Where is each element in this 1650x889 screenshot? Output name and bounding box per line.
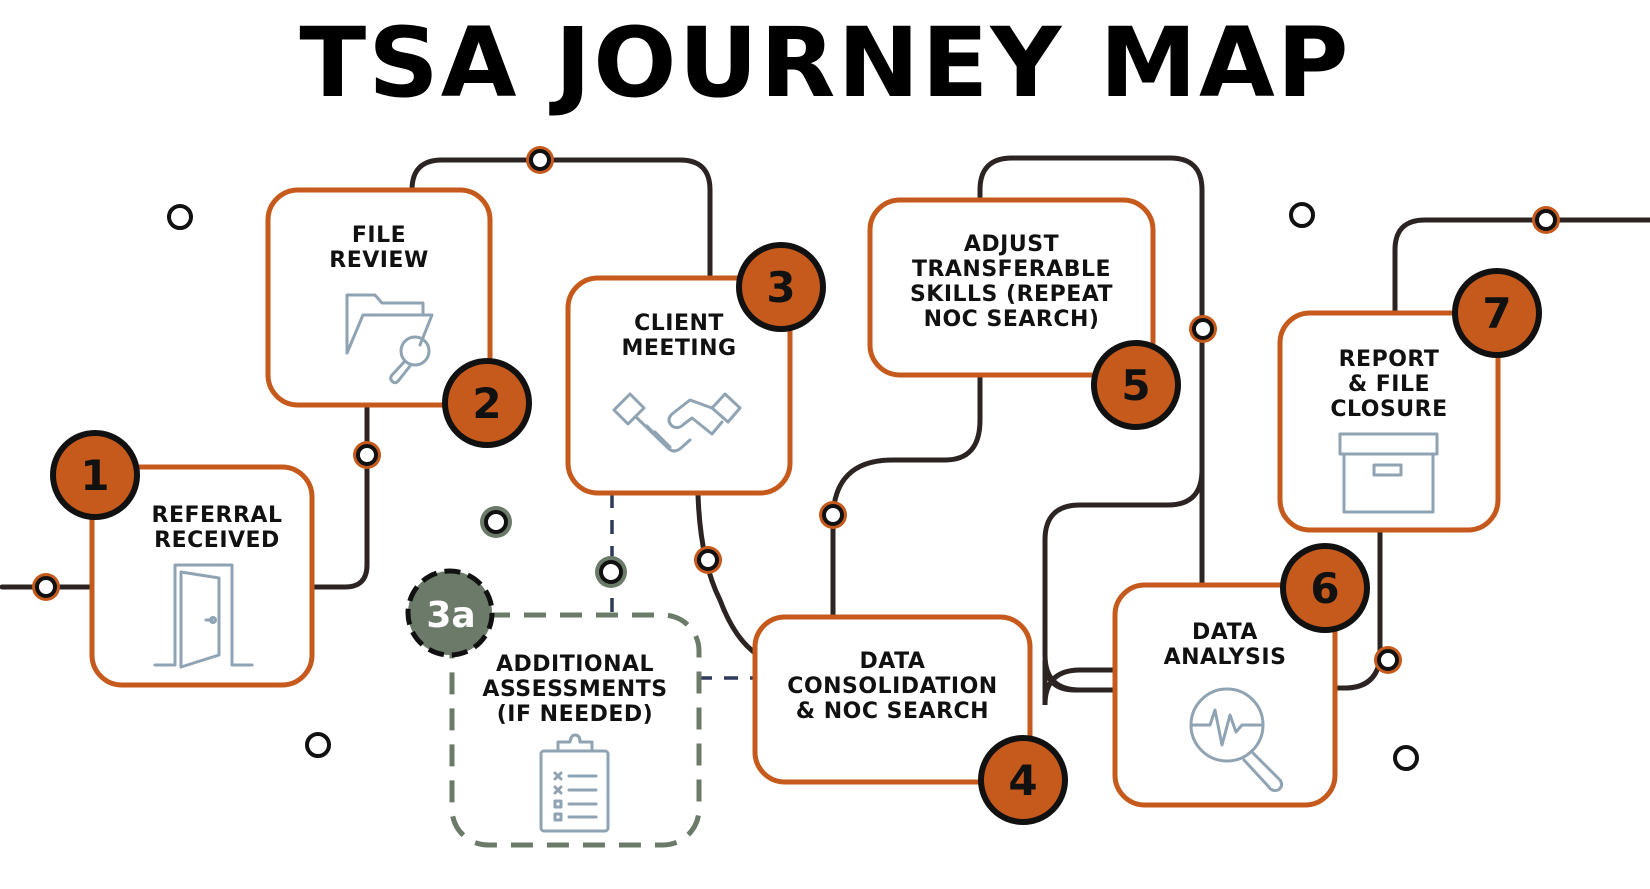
- badge-4-number: 4: [1008, 756, 1037, 805]
- badge-3-number: 3: [766, 263, 795, 312]
- station-node: [32, 573, 60, 601]
- step-box-6: [1112, 582, 1338, 808]
- path-4-5: [830, 372, 983, 623]
- path-3-4: [695, 491, 761, 658]
- badge-1: 1: [50, 430, 140, 520]
- step-6-label: DATA ANALYSIS: [1163, 620, 1287, 670]
- step-box-3: [565, 275, 793, 496]
- step-3a-label: ADDITIONAL ASSESSMENTS (IF NEEDED): [482, 652, 668, 727]
- step-7-label: REPORT & FILE CLOSURE: [1330, 347, 1448, 422]
- station-node: [526, 146, 554, 174]
- clipboard-checklist-icon: [539, 733, 610, 833]
- station-node: [353, 441, 381, 469]
- page-title: TSA JOURNEY MAP: [299, 7, 1351, 119]
- badge-3a: 3a: [405, 568, 495, 658]
- step-2-label: FILE REVIEW: [329, 223, 429, 273]
- step-box-3a: [449, 612, 702, 848]
- station-node: [1189, 315, 1217, 343]
- badge-1-number: 1: [80, 451, 109, 500]
- handshake-icon: [612, 392, 742, 453]
- door-icon: [153, 563, 254, 669]
- badge-2-number: 2: [472, 379, 501, 428]
- step-5-label: ADJUST TRANSFERABLE SKILLS (REPEAT NOC S…: [909, 232, 1114, 332]
- decor-node: [167, 204, 193, 230]
- badge-3a-number: 3a: [426, 595, 475, 636]
- analysis-search-icon: [1189, 687, 1284, 792]
- station-node: [819, 501, 847, 529]
- path-1-2: [309, 397, 370, 590]
- path-loop-6: [1042, 330, 1205, 693]
- archive-box-icon: [1338, 432, 1439, 514]
- optional-node: [595, 556, 627, 588]
- decor-node: [305, 732, 331, 758]
- station-node: [1374, 646, 1402, 674]
- step-box-5: [867, 197, 1156, 378]
- decor-node: [1393, 745, 1419, 771]
- station-node: [1532, 206, 1560, 234]
- step-3-label: CLIENT MEETING: [621, 311, 737, 361]
- folder-search-icon: [345, 293, 434, 385]
- step-box-4: [752, 614, 1033, 785]
- badge-5: 5: [1091, 340, 1181, 430]
- badge-3: 3: [736, 242, 826, 332]
- decor-node: [1289, 202, 1315, 228]
- badge-6: 6: [1280, 543, 1370, 633]
- station-nodes: [32, 146, 1560, 674]
- path-7-exit: [1392, 217, 1650, 323]
- badge-7-number: 7: [1482, 289, 1511, 338]
- optional-nodes: [480, 506, 627, 588]
- badge-6-number: 6: [1310, 564, 1339, 613]
- badge-4: 4: [978, 735, 1068, 825]
- step-1-label: REFERRAL RECEIVED: [151, 503, 283, 553]
- optional-node: [480, 506, 512, 538]
- station-node: [694, 546, 722, 574]
- step-box-7: [1277, 310, 1501, 533]
- step-4-label: DATA CONSOLIDATION & NOC SEARCH: [787, 649, 998, 724]
- badge-5-number: 5: [1121, 361, 1150, 410]
- badge-7: 7: [1452, 268, 1542, 358]
- path-2-3: [409, 157, 713, 283]
- badge-2: 2: [442, 358, 532, 448]
